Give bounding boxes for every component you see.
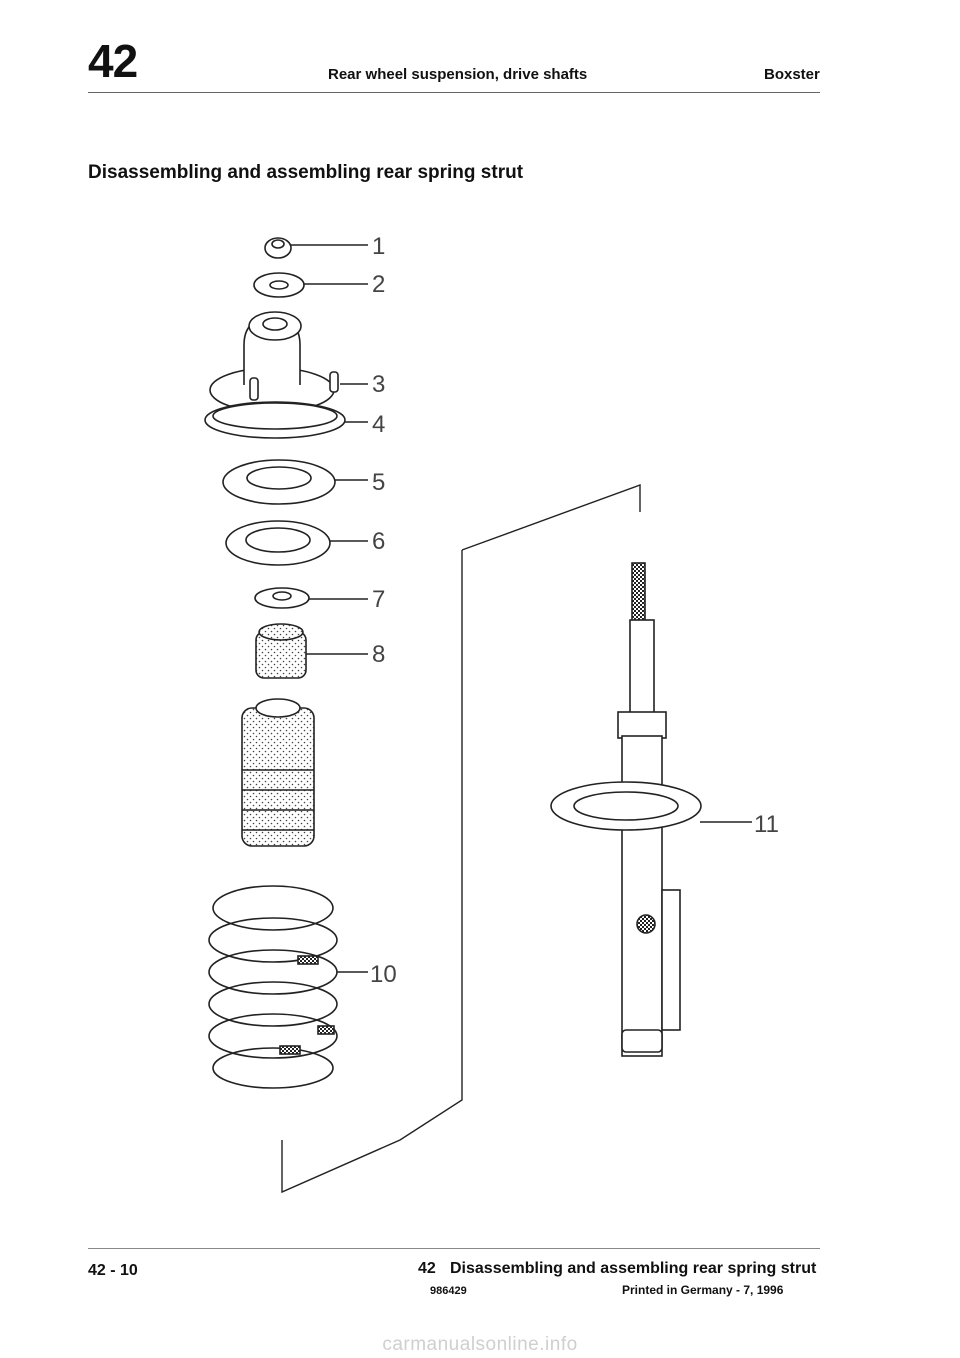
- callout-11: 11: [754, 811, 779, 838]
- assembly-bracket: [281, 483, 641, 1194]
- header-divider: [88, 92, 820, 93]
- callout-6: 6: [372, 528, 385, 555]
- page-number: 42 - 10: [88, 1262, 138, 1279]
- header-title: Rear wheel suspension, drive shafts: [328, 66, 588, 83]
- callout-10: 10: [370, 961, 397, 988]
- strut-mount-part-3: [209, 311, 368, 413]
- callout-7: 7: [372, 586, 385, 613]
- nut-part-1: [264, 237, 368, 259]
- callout-3: 3: [372, 371, 385, 398]
- footer-divider: [88, 1248, 820, 1249]
- callout-8: 8: [372, 641, 385, 668]
- gasket-part-4: [204, 401, 368, 439]
- bump-stop-part-8: [255, 623, 368, 679]
- callout-4: 4: [372, 411, 385, 438]
- document-number: 986429: [430, 1285, 467, 1297]
- cap-washer-part-7: [254, 587, 368, 609]
- footer-title: Disassembling and assembling rear spring…: [450, 1260, 817, 1277]
- header-model: Boxster: [764, 66, 820, 83]
- washer-part-2: [253, 272, 368, 298]
- shock-absorber-part-11: [550, 562, 752, 1057]
- watermark: carmanualsonline.info: [382, 1334, 578, 1355]
- spring-pad-part-6: [225, 520, 368, 566]
- spring-seat-part-5: [222, 459, 368, 505]
- footer-chapter: 42: [418, 1260, 436, 1277]
- callout-labels: 1 2 3 4 5 6 7 8 10 11: [370, 233, 779, 988]
- dust-boot: [241, 698, 315, 847]
- callout-1: 1: [372, 233, 385, 260]
- print-info: Printed in Germany - 7, 1996: [622, 1283, 784, 1297]
- callout-5: 5: [372, 469, 385, 496]
- coil-spring-part-10: [208, 885, 368, 1089]
- callout-2: 2: [372, 271, 385, 298]
- page-title: Disassembling and assembling rear spring…: [88, 162, 524, 183]
- chapter-number: 42: [88, 35, 138, 87]
